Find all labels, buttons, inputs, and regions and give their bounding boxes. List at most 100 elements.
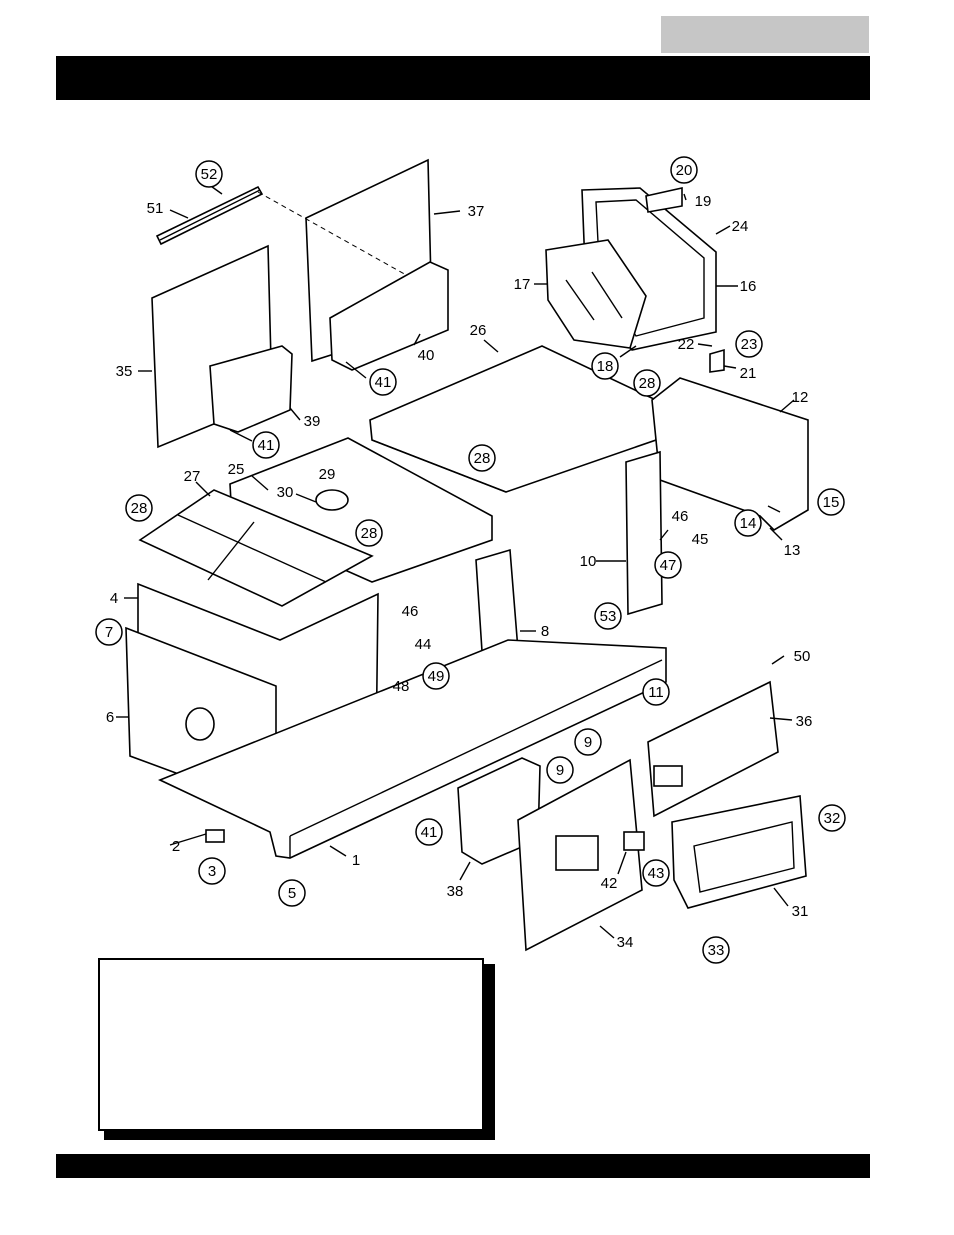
note-box xyxy=(98,958,484,1131)
part-40-insulation xyxy=(329,261,449,371)
footer-bar xyxy=(56,1154,870,1178)
callout-38: 38 xyxy=(447,883,464,900)
callout-number: 34 xyxy=(617,934,634,951)
callout-40: 40 xyxy=(418,347,435,364)
callout-30: 30 xyxy=(277,484,294,501)
callout-number: 50 xyxy=(794,648,811,665)
callout-circle xyxy=(670,156,698,184)
callout-number: 28 xyxy=(639,375,656,392)
callout-23-circled: 23 xyxy=(735,330,763,358)
callout-28-circled: 28 xyxy=(633,369,661,397)
callout-number: 12 xyxy=(792,389,809,406)
callout-number: 41 xyxy=(375,374,392,391)
callout-number: 1 xyxy=(352,852,360,869)
callout-32-circled: 32 xyxy=(818,804,846,832)
callout-21: 21 xyxy=(740,365,757,382)
callout-7-circled: 7 xyxy=(95,618,123,646)
callout-number: 30 xyxy=(277,484,294,501)
callout-number: 20 xyxy=(676,162,693,179)
callout-33-circled: 33 xyxy=(702,936,730,964)
callout-number: 28 xyxy=(361,525,378,542)
callout-circle xyxy=(594,602,622,630)
callout-19: 19 xyxy=(695,193,712,210)
callout-49-circled: 49 xyxy=(422,662,450,690)
callout-number: 22 xyxy=(678,336,695,353)
part-29-fan xyxy=(315,489,349,511)
callout-39: 39 xyxy=(304,413,321,430)
callout-31: 31 xyxy=(792,903,809,920)
callout-number: 35 xyxy=(116,363,133,380)
callout-43-circled: 43 xyxy=(642,859,670,887)
callout-29: 29 xyxy=(319,466,336,483)
callout-17: 17 xyxy=(514,276,531,293)
part-10-post xyxy=(625,450,663,616)
part-20-handle xyxy=(645,187,683,213)
callout-28-circled: 28 xyxy=(468,444,496,472)
callout-42: 42 xyxy=(601,875,618,892)
callout-number: 2 xyxy=(172,838,180,855)
callout-47-circled: 47 xyxy=(654,551,682,579)
callout-9-circled: 9 xyxy=(546,756,574,784)
callout-37: 37 xyxy=(468,203,485,220)
callout-28-circled: 28 xyxy=(355,519,383,547)
callout-circle xyxy=(633,369,661,397)
callout-circle xyxy=(574,728,602,756)
callout-circle xyxy=(125,494,153,522)
callout-number: 48 xyxy=(393,678,410,695)
callout-number: 9 xyxy=(556,762,564,779)
callout-number: 17 xyxy=(514,276,531,293)
callout-circle xyxy=(468,444,496,472)
callout-number: 6 xyxy=(106,709,114,726)
callout-number: 53 xyxy=(600,608,617,625)
leader-lines xyxy=(116,183,795,939)
part-1-base-frame xyxy=(158,639,667,859)
callout-number: 42 xyxy=(601,875,618,892)
callout-number: 23 xyxy=(741,336,758,353)
callout-2: 2 xyxy=(172,838,180,855)
header-tab xyxy=(661,16,869,53)
callout-number: 44 xyxy=(415,636,432,653)
callout-number: 40 xyxy=(418,347,435,364)
callout-number: 16 xyxy=(740,278,757,295)
callout-53-circled: 53 xyxy=(594,602,622,630)
callout-number: 41 xyxy=(258,437,275,454)
callout-28-circled: 28 xyxy=(125,494,153,522)
callout-34: 34 xyxy=(617,934,634,951)
callout-number: 11 xyxy=(648,684,664,701)
callout-41-circled: 41 xyxy=(415,818,443,846)
callout-circle xyxy=(198,857,226,885)
callout-12: 12 xyxy=(792,389,809,406)
callout-46: 46 xyxy=(672,508,689,525)
callout-number: 21 xyxy=(740,365,757,382)
callout-number: 10 xyxy=(580,553,597,570)
callout-35: 35 xyxy=(116,363,133,380)
callout-number: 7 xyxy=(105,624,113,641)
part-39-insulation xyxy=(209,345,293,433)
part-21-clip xyxy=(709,348,725,373)
callout-24: 24 xyxy=(732,218,749,235)
callout-51: 51 xyxy=(147,200,164,217)
callout-number: 37 xyxy=(468,203,485,220)
part-17-glass xyxy=(545,239,647,349)
callout-50: 50 xyxy=(794,648,811,665)
callout-number: 28 xyxy=(474,450,491,467)
callout-number: 36 xyxy=(796,713,813,730)
callout-number: 43 xyxy=(648,865,665,882)
callout-11-circled: 11 xyxy=(642,678,670,706)
callout-circle xyxy=(642,678,670,706)
callout-number: 8 xyxy=(541,623,549,640)
callout-circle xyxy=(355,519,383,547)
callout-18-circled: 18 xyxy=(591,352,619,380)
callout-circle xyxy=(818,804,846,832)
part-36-door xyxy=(647,680,779,818)
callout-8: 8 xyxy=(541,623,549,640)
callout-41-circled: 41 xyxy=(369,368,397,396)
callout-number: 33 xyxy=(708,942,725,959)
callout-46: 46 xyxy=(402,603,419,620)
callout-number: 18 xyxy=(597,358,614,375)
part-34-panel xyxy=(555,835,599,871)
callout-number: 24 xyxy=(732,218,749,235)
callout-4: 4 xyxy=(110,590,118,607)
